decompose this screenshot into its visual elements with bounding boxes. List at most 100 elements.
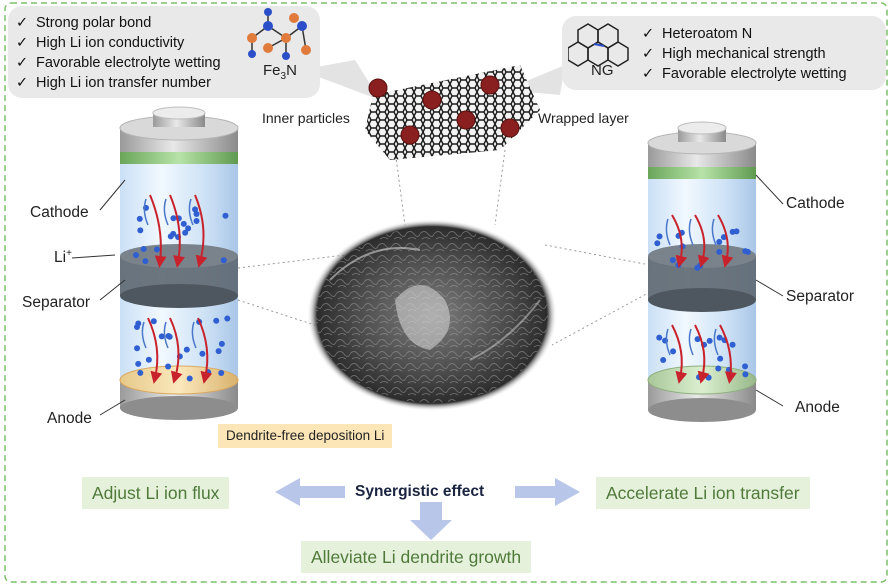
fe3n-particles: [368, 75, 520, 145]
lithium-ion: [218, 340, 225, 347]
check-icon: ✓: [642, 46, 655, 62]
lithium-ion: [140, 246, 147, 253]
right-cathode-label: Cathode: [786, 195, 845, 212]
check-icon: ✓: [16, 55, 29, 71]
lithium-ion: [167, 233, 174, 240]
lithium-ion: [158, 333, 165, 340]
li-flux-arrow: [147, 317, 163, 384]
lithium-ion: [142, 258, 149, 265]
li-diffusion-path: [141, 321, 147, 349]
lithium-ion: [733, 228, 740, 235]
fe3n-particle: [500, 118, 520, 138]
sem-image: [307, 219, 557, 411]
fe3n-property-item: ✓High Li ion conductivity: [16, 35, 185, 51]
li-diffusion-path: [713, 328, 719, 356]
li-diffusion-path: [163, 198, 169, 226]
left-anode-label: Anode: [47, 410, 92, 427]
li-flux-arrow: [694, 214, 710, 268]
lithium-ion: [696, 374, 703, 381]
synergy-arrows: [275, 478, 580, 540]
fe3n-particle: [456, 110, 476, 130]
leader-lines: [71, 174, 784, 416]
synergistic-effect-label: Synergistic effect: [355, 483, 485, 500]
left-cathode-label: Cathode: [30, 204, 89, 221]
fe3n-property-item: ✓Favorable electrolyte wetting: [16, 55, 221, 71]
li-flux-arrow: [169, 317, 183, 384]
graphene-sheet-illustration: [365, 65, 540, 160]
lithium-ion: [220, 257, 227, 264]
accelerate-li-ion-transfer-box: Accelerate Li ion transfer: [596, 477, 810, 509]
lithium-ion: [742, 363, 749, 370]
fe3n-molecule-icon: [247, 8, 311, 60]
lithium-ion: [154, 246, 161, 253]
lithium-ion: [180, 220, 187, 227]
lithium-ion: [150, 318, 157, 325]
lithium-ion: [656, 233, 663, 240]
li-diffusion-path: [688, 328, 694, 356]
lithium-ion: [705, 374, 712, 381]
li-diffusion-path: [665, 218, 671, 246]
fe3n-particle: [368, 78, 388, 98]
lithium-ion: [694, 264, 701, 271]
lithium-ion: [222, 212, 229, 219]
check-icon: ✓: [16, 35, 29, 51]
lithium-ion: [706, 337, 713, 344]
li-flux-arrow: [197, 317, 213, 384]
lithium-ion: [165, 363, 172, 370]
fe3n-property-item: ✓Strong polar bond: [16, 15, 152, 31]
li-flux-arrow: [169, 194, 185, 268]
li-flux-arrow: [671, 324, 688, 384]
li-diffusion-path: [143, 198, 149, 226]
li-flux-arrow: [194, 194, 208, 268]
lithium-ion: [135, 320, 142, 327]
lithium-ion: [137, 227, 144, 234]
check-icon: ✓: [642, 26, 655, 42]
li-diffusion-path: [711, 218, 717, 246]
lithium-ion: [213, 317, 220, 324]
lithium-ion: [716, 334, 723, 341]
lithium-ion: [145, 356, 152, 363]
alleviate-dendrite-growth-box: Alleviate Li dendrite growth: [301, 541, 532, 573]
lithium-ion: [199, 350, 206, 357]
lithium-ion: [716, 238, 723, 245]
fe3n-particle: [422, 90, 442, 110]
ng-molecule-icon: [568, 23, 629, 67]
lithium-ion: [717, 355, 724, 362]
lithium-ion: [134, 345, 141, 352]
ng-property-item: ✓Favorable electrolyte wetting: [642, 66, 847, 82]
wrapped-layer-label: Wrapped layer: [538, 110, 629, 126]
lithium-ion: [656, 334, 663, 341]
lithium-ion: [670, 348, 677, 355]
right-separator-label: Separator: [786, 288, 855, 305]
check-icon: ✓: [16, 15, 29, 31]
lithium-ion: [215, 348, 222, 355]
lithium-ion: [660, 357, 667, 364]
li-flux-arrow: [671, 214, 688, 268]
li-diffusion-path: [188, 198, 194, 226]
lithium-ion: [186, 375, 193, 382]
lithium-ion: [170, 215, 177, 222]
lithium-ion: [218, 369, 225, 376]
ng-property-item: ✓Heteroatom N: [642, 26, 753, 42]
left-separator-label: Separator: [22, 294, 91, 311]
li-diffusion-path: [191, 321, 197, 349]
li-flux-arrow: [717, 214, 734, 268]
check-icon: ✓: [16, 75, 29, 91]
lithium-ion: [133, 252, 140, 259]
lithium-ion: [669, 257, 676, 264]
lithium-ion: [135, 360, 142, 367]
lithium-ion: [136, 215, 143, 222]
flux-arrows: [141, 194, 737, 384]
fe3n-particle: [400, 125, 420, 145]
fe3n-label: Fe3N: [263, 62, 297, 82]
lithium-ion: [185, 225, 192, 232]
lithium-ion: [694, 336, 701, 343]
li-ion-label: Li+: [54, 248, 72, 267]
lithium-ion: [716, 248, 723, 255]
dashed-frame: [4, 2, 888, 583]
fe3n-particle: [480, 75, 500, 95]
li-diffusion-path: [688, 218, 694, 246]
lithium-ion: [193, 211, 200, 218]
lithium-ion: [224, 315, 231, 322]
